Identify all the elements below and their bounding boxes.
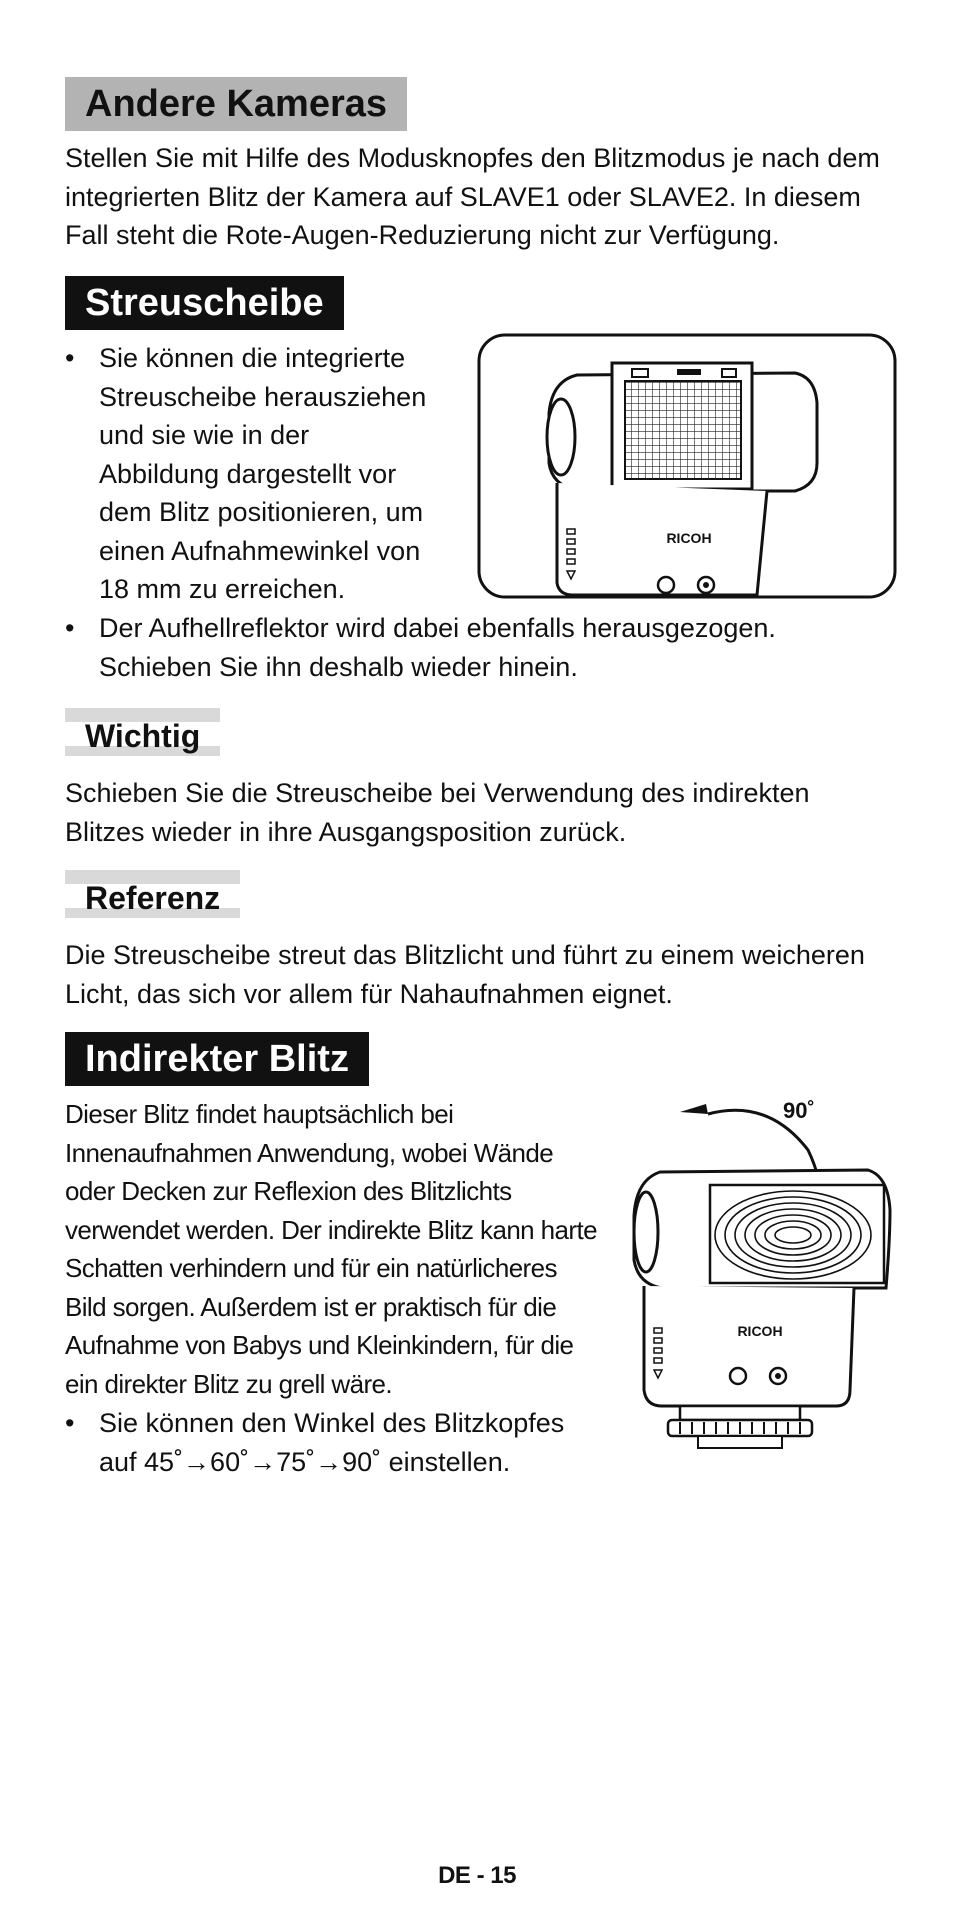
heading-andere-kameras: Andere Kameras <box>65 77 408 131</box>
text-line: Streuscheibe herausziehen <box>99 381 427 412</box>
text-line: Die Streuscheibe streut das Blitzlicht u… <box>65 940 865 970</box>
text-line: Sie können die integrierte <box>99 343 406 373</box>
indirekter-blitz-bullet: • Sie können den Winkel des Blitzkopfes … <box>65 1404 625 1481</box>
flash-diffuser-illustration: RICOH <box>477 333 897 599</box>
heading-streuscheibe: Streuscheibe <box>65 276 344 330</box>
wichtig-text: Schieben Sie die Streuscheibe bei Verwen… <box>65 774 925 851</box>
heading-indirekter-blitz: Indirekter Blitz <box>65 1032 369 1086</box>
angle-label: 90˚ <box>783 1098 815 1123</box>
page-number: DE - 15 <box>438 1862 516 1889</box>
text-line: Innenaufnahmen Anwendung, wobei Wände <box>65 1137 554 1168</box>
heading-referenz: Referenz <box>65 870 241 918</box>
text-line: Sie können den Winkel des Blitzkopfes <box>99 1408 565 1438</box>
text-line: Schatten verhindern und für ein natürlic… <box>65 1253 557 1283</box>
indirekter-blitz-text: Dieser Blitz findet hauptsächlich bei In… <box>65 1095 625 1403</box>
bullet-dot: • <box>65 343 75 373</box>
ricoh-logo: RICOH <box>737 1323 782 1339</box>
text-line: Licht, das sich vor allem für Nahaufnahm… <box>65 978 673 1009</box>
text-line: integrierten Blitz der Kamera auf SLAVE1… <box>65 181 861 212</box>
bullet-dot: • <box>65 613 75 643</box>
streuscheibe-bullet-2: • Der Aufhellreflektor wird dabei ebenfa… <box>65 609 925 686</box>
bullet-dot: • <box>65 1408 75 1438</box>
text-line: 18 mm zu erreichen. <box>99 574 346 604</box>
text-line: Bild sorgen. Außerdem ist er praktisch f… <box>65 1291 557 1322</box>
text-line: Schieben Sie ihn deshalb wieder hinein. <box>99 651 578 682</box>
text-line: Dieser Blitz findet hauptsächlich bei <box>65 1099 454 1129</box>
text-line: Fall steht die Rote-Augen-Reduzierung ni… <box>65 220 780 250</box>
text-line: Blitzes wieder in ihre Ausgangsposition … <box>65 816 627 847</box>
heading-wichtig: Wichtig <box>65 708 221 756</box>
ricoh-logo: RICOH <box>666 530 711 546</box>
text-line: ein direkter Blitz zu grell wäre. <box>65 1368 393 1399</box>
andere-kameras-text: Stellen Sie mit Hilfe des Modusknopfes d… <box>65 139 925 255</box>
text-line: Stellen Sie mit Hilfe des Modusknopfes d… <box>65 143 880 173</box>
text-line: Schieben Sie die Streuscheibe bei Verwen… <box>65 778 810 808</box>
bounce-flash-illustration: 90˚ RICOH <box>632 1098 892 1449</box>
text-line: Abbildung dargestellt vor <box>99 458 397 489</box>
text-line: verwendet werden. Der indirekte Blitz ka… <box>65 1214 598 1245</box>
referenz-text: Die Streuscheibe streut das Blitzlicht u… <box>65 936 925 1013</box>
text-line: einen Aufnahmewinkel von <box>99 535 421 566</box>
text-line: oder Decken zur Reflexion des Blitzlicht… <box>65 1176 512 1206</box>
text-line: und sie wie in der <box>99 420 310 450</box>
text-line: Der Aufhellreflektor wird dabei ebenfall… <box>99 613 776 643</box>
streuscheibe-bullet-1: • Sie können die integrierte Streuscheib… <box>65 339 485 609</box>
text-line: Aufnahme von Babys und Kleinkindern, für… <box>65 1330 574 1360</box>
text-line: dem Blitz positionieren, um <box>99 497 424 527</box>
text-line: auf 45˚→60˚→75˚→90˚ einstellen. <box>99 1446 511 1477</box>
